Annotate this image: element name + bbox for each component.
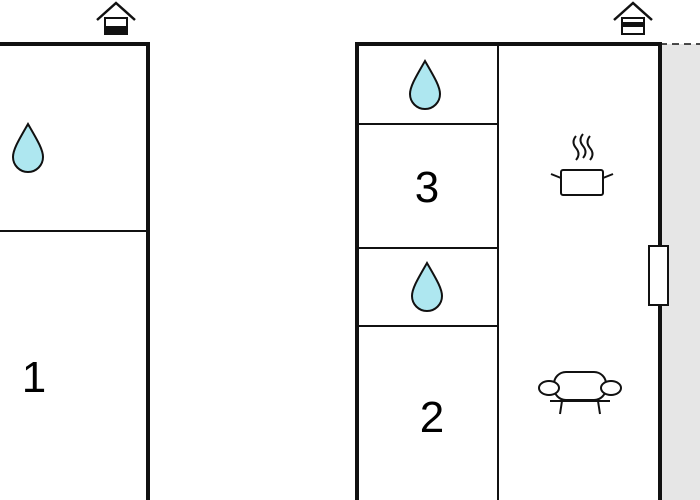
building-right	[355, 1, 700, 500]
house-entrance-icon	[613, 1, 653, 35]
room-number-2: 2	[419, 393, 445, 442]
room-number-3: 3	[414, 163, 440, 212]
building-left-outline	[0, 42, 150, 500]
water-drop-icon	[410, 260, 444, 312]
water-drop-icon	[408, 58, 442, 110]
building-left	[0, 1, 150, 500]
room-number-1: 1	[21, 353, 47, 402]
sofa-icon	[538, 371, 622, 415]
house-entrance-icon	[96, 1, 136, 35]
door-icon	[648, 245, 669, 306]
cooking-pot-icon	[550, 133, 614, 196]
water-drop-icon	[11, 121, 45, 173]
